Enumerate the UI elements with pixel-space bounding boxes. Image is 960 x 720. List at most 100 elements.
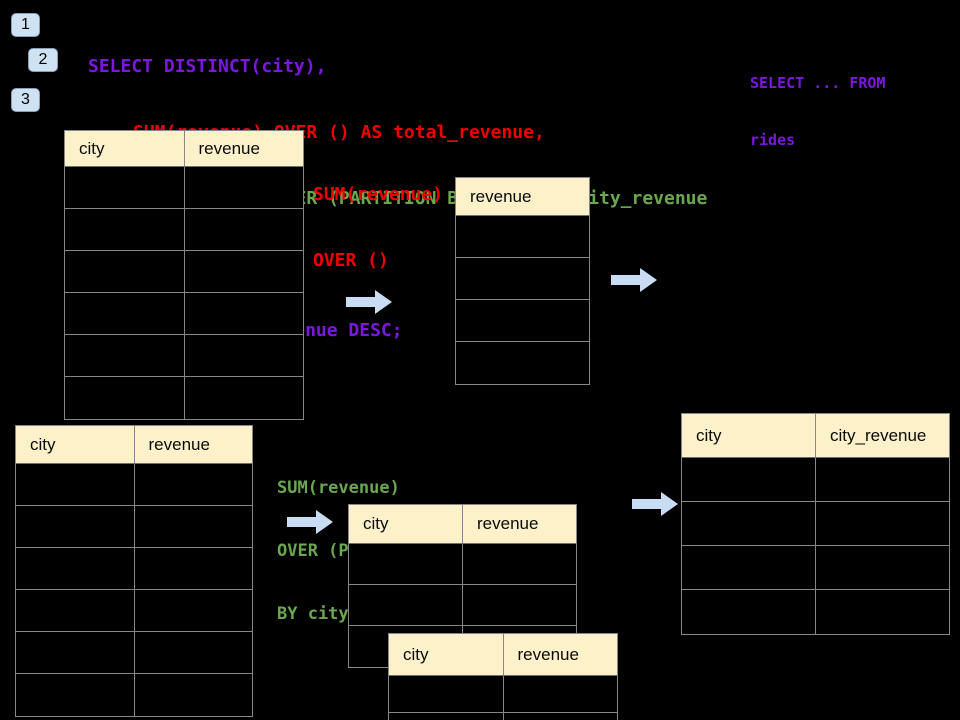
table-header-row: city revenue — [349, 505, 576, 544]
table-row — [682, 546, 949, 590]
empty-cell — [816, 590, 949, 634]
table-header-row: city city_revenue — [682, 414, 949, 458]
table-result: city city_revenue — [681, 413, 950, 635]
empty-cell — [504, 676, 618, 712]
empty-cell — [65, 167, 185, 208]
empty-cell — [816, 458, 949, 501]
empty-cell — [65, 335, 185, 376]
step-badge-3: 3 — [11, 88, 40, 112]
sql-line-select: SELECT DISTINCT(city), — [88, 56, 327, 77]
empty-cell — [65, 209, 185, 250]
empty-cell — [682, 458, 816, 501]
empty-cell — [463, 585, 576, 625]
column-header-revenue: revenue — [148, 434, 210, 454]
column-header-city: city — [349, 505, 463, 543]
table-row — [682, 590, 949, 634]
column-header-city: city — [65, 131, 185, 166]
table-row — [65, 335, 303, 377]
column-header-city: city — [682, 414, 816, 457]
empty-cell — [135, 548, 253, 589]
partition-label-line3: BY city) — [277, 604, 359, 624]
column-header-revenue: revenue — [470, 186, 532, 206]
column-header-revenue: revenue — [477, 514, 539, 533]
arrow-right-icon — [287, 510, 333, 534]
table-source-bottom: city revenue — [15, 425, 253, 717]
arrow-right-icon — [346, 290, 392, 314]
empty-cell — [456, 300, 589, 341]
empty-cell — [185, 377, 304, 419]
table-row — [65, 293, 303, 335]
empty-cell — [389, 713, 504, 720]
empty-cell — [816, 546, 949, 589]
empty-cell — [135, 506, 253, 547]
table-row — [16, 632, 252, 674]
column-header-city: city — [389, 634, 504, 675]
empty-cell — [682, 546, 816, 589]
empty-cell — [135, 590, 253, 631]
table-row — [16, 548, 252, 590]
empty-cell — [135, 632, 253, 673]
table-row — [349, 585, 576, 626]
empty-cell — [463, 544, 576, 584]
table-header-row: city revenue — [65, 131, 303, 167]
table-header-row: revenue — [456, 178, 589, 216]
empty-cell — [456, 342, 589, 384]
empty-cell — [185, 209, 304, 250]
empty-cell — [185, 335, 304, 376]
empty-cell — [65, 293, 185, 334]
total-revenue-label: SUM(revenue) OVER () — [313, 140, 443, 316]
table-row — [65, 167, 303, 209]
from-note-line2: rides — [750, 131, 796, 149]
column-header-revenue: revenue — [517, 644, 579, 664]
step-badge-2: 2 — [28, 48, 58, 72]
empty-cell — [16, 506, 135, 547]
empty-cell — [349, 585, 463, 625]
table-row — [65, 251, 303, 293]
empty-cell — [682, 502, 816, 545]
empty-cell — [185, 167, 304, 208]
arrow-right-icon — [611, 268, 657, 292]
empty-cell — [389, 676, 504, 712]
table-total-revenue: revenue — [455, 177, 590, 385]
table-row — [456, 216, 589, 258]
total-label-line2: OVER () — [313, 250, 389, 271]
empty-cell — [456, 216, 589, 257]
table-partition-second: city revenue — [388, 633, 618, 720]
from-rides-note: SELECT ... FROM rides — [750, 36, 885, 188]
empty-cell — [65, 377, 185, 419]
empty-cell — [16, 632, 135, 673]
table-row — [682, 458, 949, 502]
table-row — [682, 502, 949, 546]
table-row — [389, 713, 617, 720]
empty-cell — [16, 590, 135, 631]
empty-cell — [16, 674, 135, 716]
empty-cell — [185, 293, 304, 334]
empty-cell — [816, 502, 949, 545]
table-row — [349, 544, 576, 585]
arrow-right-icon — [632, 492, 678, 516]
table-header-row: city revenue — [389, 634, 617, 676]
table-row — [456, 342, 589, 384]
table-row — [16, 674, 252, 716]
table-row — [16, 590, 252, 632]
table-source-top: city revenue — [64, 130, 304, 420]
table-header-row: city revenue — [16, 426, 252, 464]
empty-cell — [504, 713, 618, 720]
from-note-line1: SELECT ... FROM — [750, 74, 886, 92]
empty-cell — [16, 464, 135, 505]
partition-label-line1: SUM(revenue) — [277, 478, 400, 498]
empty-cell — [65, 251, 185, 292]
table-row — [456, 258, 589, 300]
table-row — [65, 377, 303, 419]
total-label-line1: SUM(revenue) — [313, 184, 444, 205]
empty-cell — [682, 590, 816, 634]
column-header-city: city — [16, 426, 135, 463]
empty-cell — [16, 548, 135, 589]
table-row — [65, 209, 303, 251]
empty-cell — [185, 251, 304, 292]
table-row — [16, 464, 252, 506]
empty-cell — [349, 544, 463, 584]
empty-cell — [135, 464, 253, 505]
empty-cell — [456, 258, 589, 299]
